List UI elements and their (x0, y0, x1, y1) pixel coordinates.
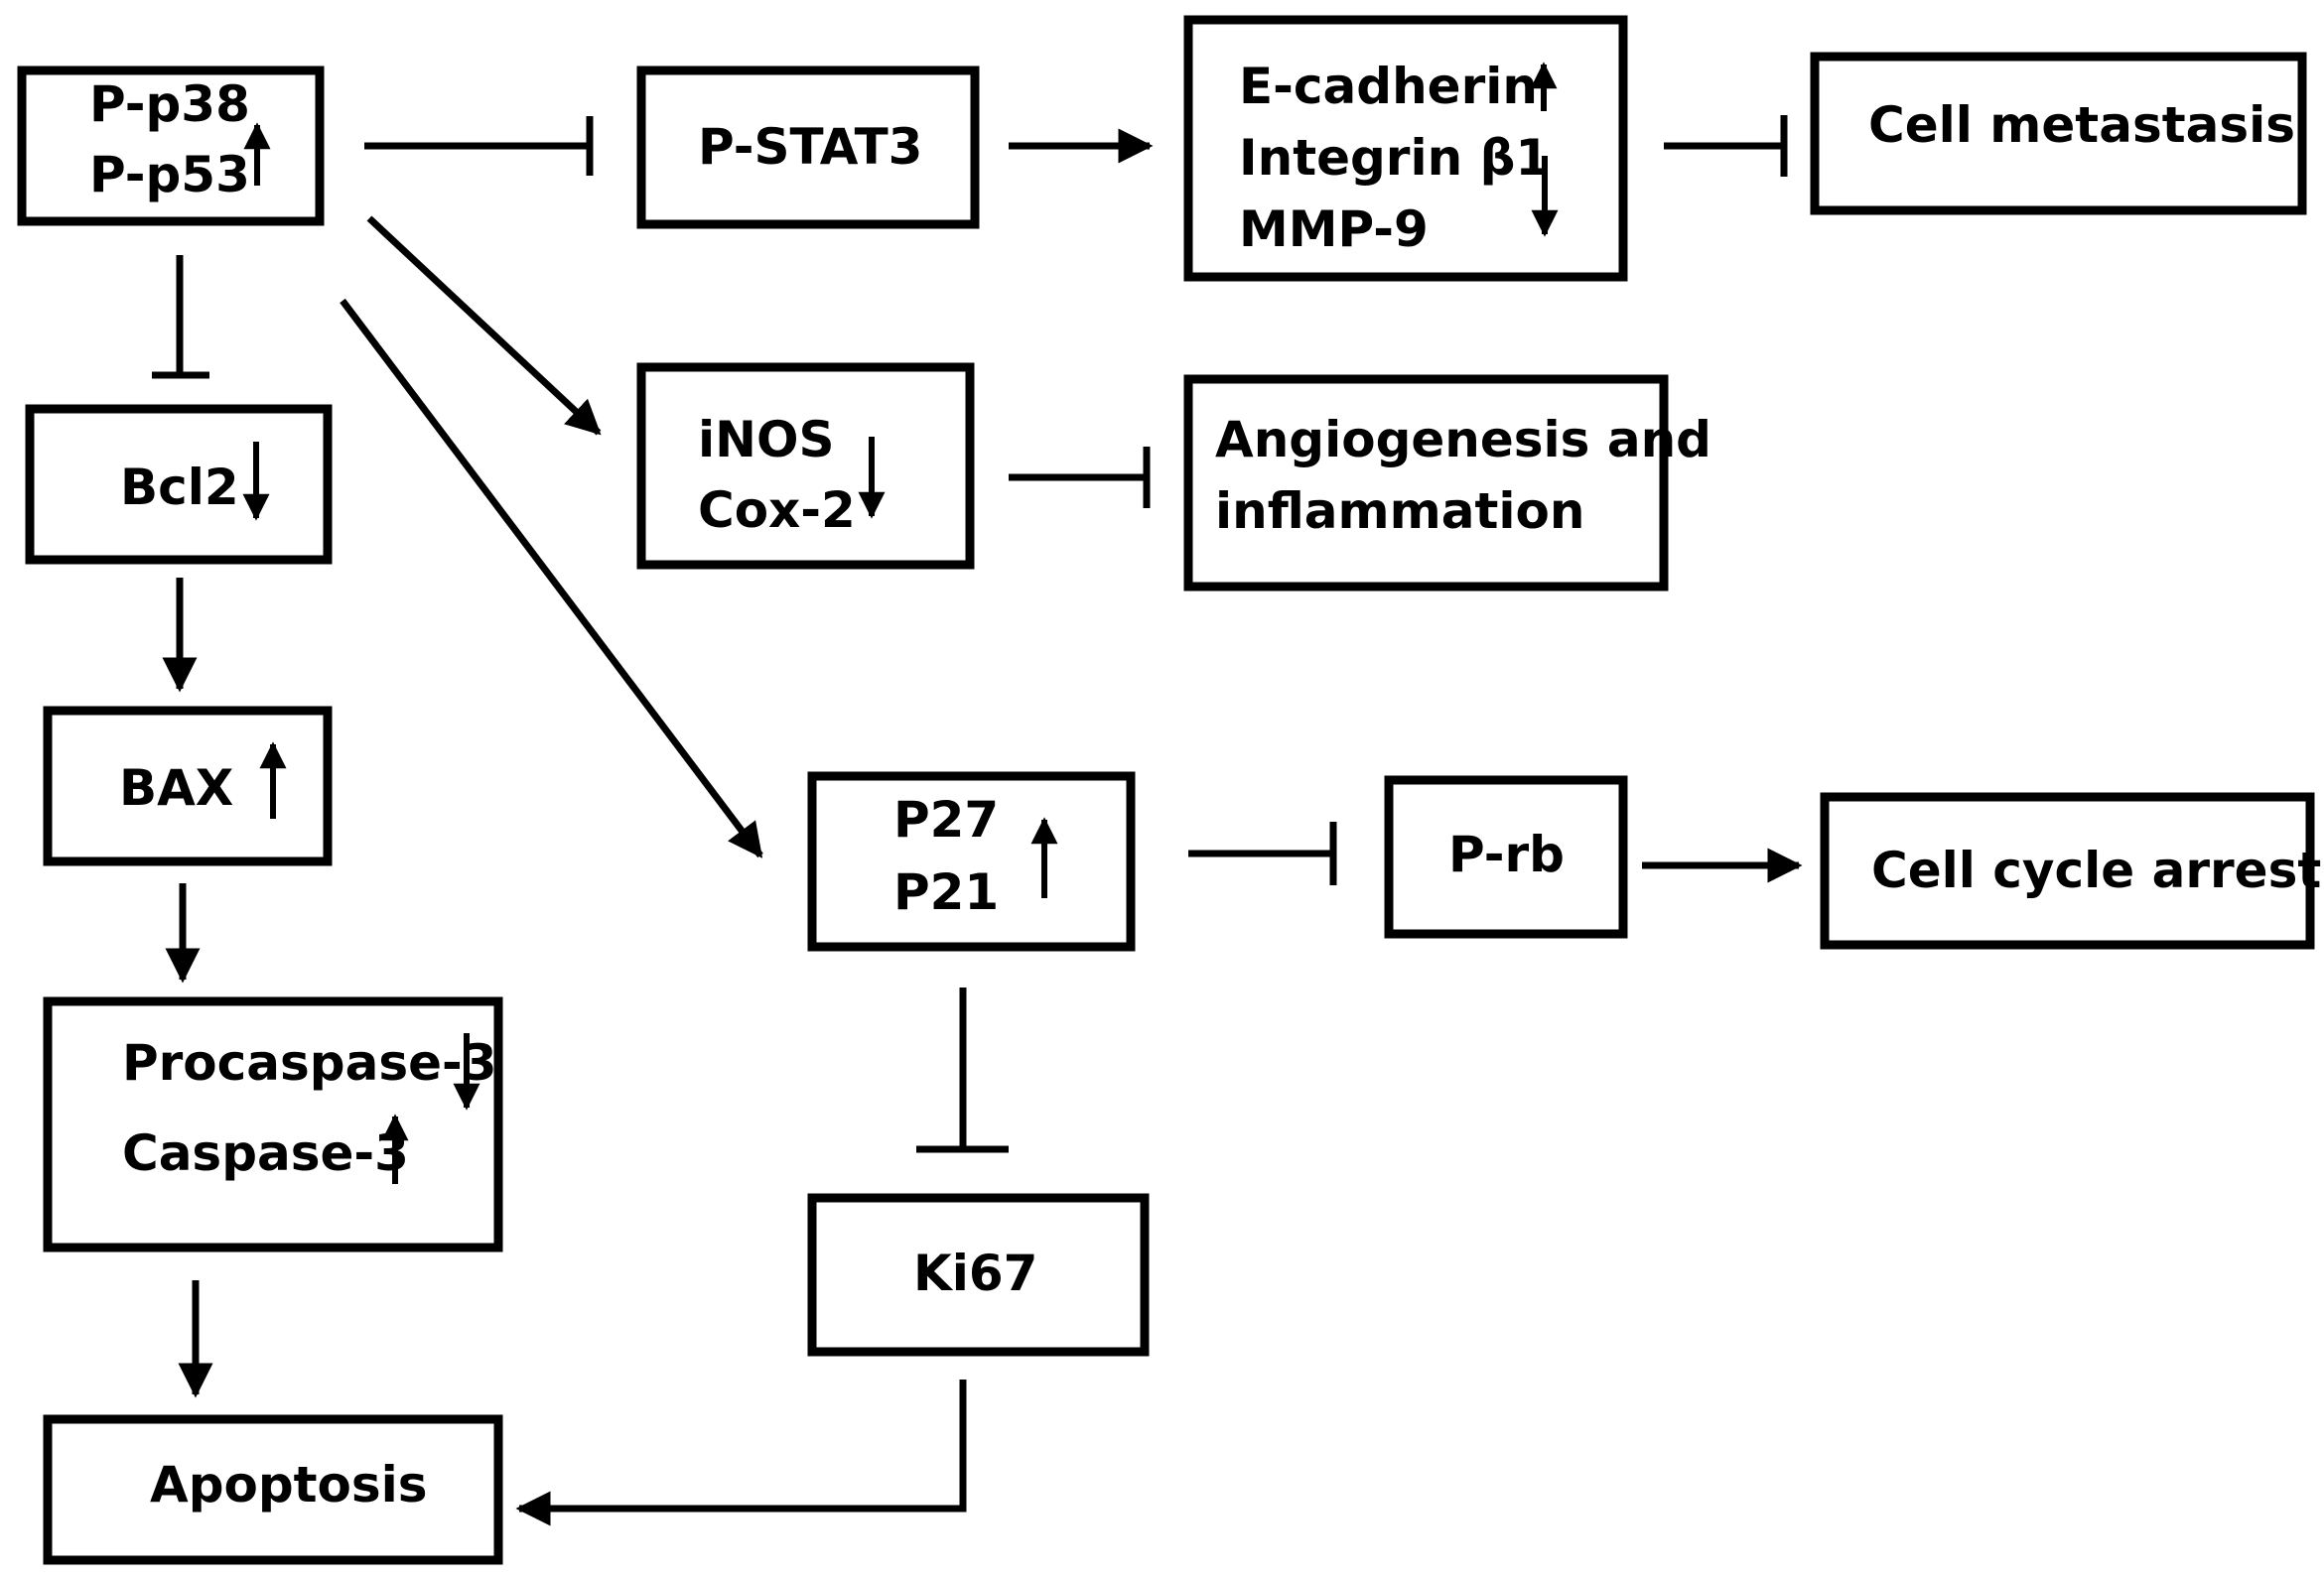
node-label: Bcl2 (120, 459, 239, 516)
node-label: P-STAT3 (698, 118, 922, 176)
node-p27-p21: P27 P21 (807, 771, 1136, 952)
edges (152, 115, 1803, 1526)
node-bcl2: Bcl2 (25, 404, 333, 565)
node-bax: BAX (43, 706, 333, 866)
node-label: Angiogenesis and (1215, 411, 1711, 468)
node-label: P27 (893, 791, 999, 849)
node-p-rb: P-rb (1384, 775, 1628, 939)
edge-p38-inhibits-pstat3 (364, 116, 594, 176)
node-label: Apoptosis (150, 1456, 428, 1514)
node-angiogenesis-inflammation: Angiogenesis and inflammation (1183, 374, 1711, 592)
node-ki67: Ki67 (807, 1193, 1150, 1357)
node-label: Cox-2 (698, 481, 856, 539)
edge-p27-inhibits-ki67 (916, 988, 1009, 1153)
node-label: inflammation (1215, 482, 1584, 540)
node-label: Cell metastasis (1868, 96, 2295, 154)
node-label: iNOS (698, 411, 835, 468)
node-label: MMP-9 (1239, 200, 1429, 258)
node-p38-p53: P-p38 P-p53 (17, 66, 325, 226)
edge-p38-activates-p27 (340, 298, 763, 858)
edge-inos-inhibits-angiogenesis (1009, 447, 1151, 508)
node-label: Procaspase-3 (122, 1034, 497, 1092)
node-label: P-p53 (89, 146, 250, 203)
node-label: P21 (893, 863, 999, 921)
node-label: P-rb (1448, 826, 1565, 883)
node-label: Caspase-3 (122, 1124, 409, 1182)
edge-p38-inhibits-bcl2 (152, 255, 209, 379)
node-cell-metastasis: Cell metastasis (1810, 52, 2307, 215)
edge-ki67-activates-apoptosis (515, 1380, 967, 1526)
node-label: Integrin β1 (1239, 129, 1550, 187)
node-pstat3: P-STAT3 (636, 66, 980, 229)
node-cell-cycle-arrest: Cell cycle arrest (1820, 792, 2321, 950)
node-label: Ki67 (913, 1245, 1037, 1302)
node-label: BAX (119, 759, 233, 817)
node-label: E-cadherin (1239, 58, 1538, 115)
edge-p27-inhibits-prb (1188, 822, 1337, 885)
node-label: Cell cycle arrest (1871, 842, 2321, 899)
node-label: P-p38 (89, 75, 250, 133)
edge-ecadherin-inhibits-metastasis (1664, 115, 1788, 177)
edge-p38-activates-inos (366, 215, 602, 436)
node-procaspase-caspase: Procaspase-3 Caspase-3 (43, 996, 503, 1252)
node-inos-cox2: iNOS Cox-2 (636, 362, 975, 570)
node-apoptosis: Apoptosis (43, 1414, 503, 1565)
node-ecadherin-integrin-mmp9: E-cadherin Integrin β1 MMP-9 (1183, 15, 1628, 282)
